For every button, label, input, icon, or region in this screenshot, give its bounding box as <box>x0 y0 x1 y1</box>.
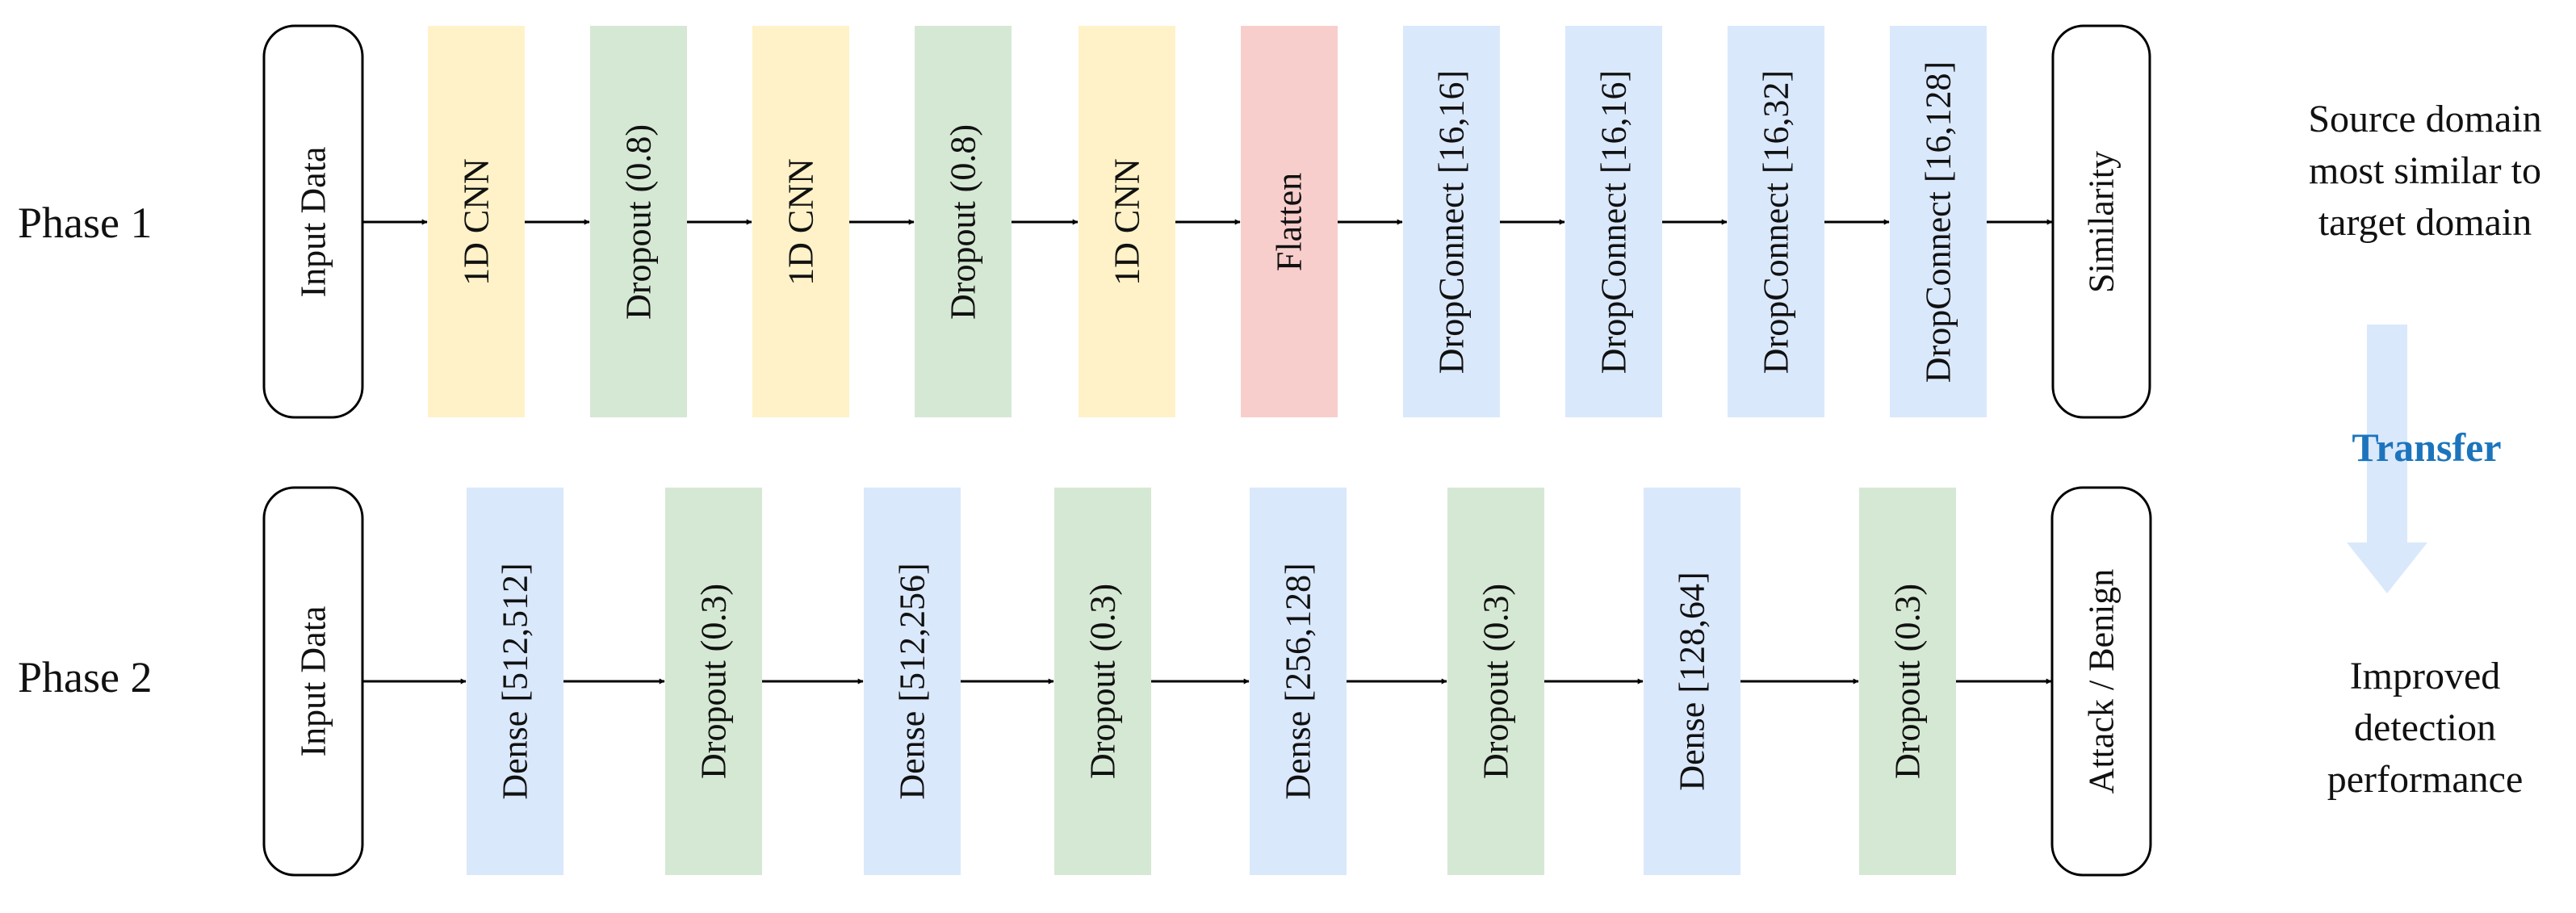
phase2-block-dropout-0-3-7 <box>1447 488 1544 875</box>
phase1-block-flatten-7 <box>1241 26 1338 417</box>
phase1-block-label-7: Flatten <box>1270 173 1309 271</box>
phase1-block-label-6: 1D CNN <box>1108 158 1147 286</box>
phase-1-pipeline: Input Data 1D CNN Dropout (0.8) 1D CNN Dropo… <box>262 24 2151 419</box>
phase2-block-label-2: Dense [512,512] <box>496 563 535 799</box>
phase2-block-label-8: Dense [128,64] <box>1673 572 1712 790</box>
phase2-block-label-9: Dropout (0.3) <box>1888 584 1928 779</box>
phase1-block-label-2: 1D CNN <box>457 158 496 286</box>
phase1-block-dropout-0-8-5 <box>915 26 1012 417</box>
phase2-block-label-3: Dropout (0.3) <box>694 584 734 779</box>
phase1-block-dropconnect-16-32-10 <box>1728 26 1824 417</box>
phase1-block-1d-cnn-6 <box>1079 26 1175 417</box>
phase2-block-dropout-0-3-5 <box>1054 488 1151 875</box>
phase-2-pipeline: Input Data Dense [512,512] Dropout (0.3) De… <box>262 486 2152 877</box>
phase-2-label: Phase 2 <box>18 653 152 702</box>
phase1-block-label-10: DropConnect [16,32] <box>1757 70 1796 374</box>
phase1-block-label-4: 1D CNN <box>781 158 821 286</box>
phase-1-result-text: Source domain most similar to target domai… <box>2308 98 2541 244</box>
phase-2-result-text: Improved detection performance <box>2327 655 2524 801</box>
phase1-block-label-3: Dropout (0.8) <box>619 124 659 320</box>
phase2-block-dense-512-256-4 <box>864 488 961 875</box>
phase-1-label: Phase 1 <box>18 199 152 247</box>
phase2-block-label-1: Input Data <box>294 606 333 757</box>
phase1-block-label-8: DropConnect [16,16] <box>1432 70 1472 374</box>
phase2-block-label-5: Dropout (0.3) <box>1083 584 1123 779</box>
phase1-block-dropout-0-8-3 <box>590 26 687 417</box>
phase2-block-label-10: Attack / Benign <box>2082 569 2122 794</box>
transfer-arrow <box>2347 325 2427 593</box>
phase1-block-similarity-12 <box>2051 24 2151 419</box>
side1-line-3: target domain <box>2318 201 2532 244</box>
side1-line-1: Source domain <box>2308 98 2541 140</box>
phase1-block-label-9: DropConnect [16,16] <box>1594 70 1634 374</box>
phase1-block-dropconnect-16-16-9 <box>1565 26 1662 417</box>
phase2-block-dropout-0-3-3 <box>665 488 762 875</box>
transfer-label: Transfer <box>2352 425 2501 470</box>
phase2-block-dense-512-512-2 <box>467 488 563 875</box>
phase1-block-label-1: Input Data <box>294 147 333 298</box>
side2-line-2: detection <box>2354 706 2496 749</box>
phase1-block-dropconnect-16-16-8 <box>1403 26 1500 417</box>
phase2-block-dense-128-64-8 <box>1644 488 1740 875</box>
side1-line-2: most similar to <box>2309 149 2541 192</box>
phase1-block-label-5: Dropout (0.8) <box>944 124 983 320</box>
phase1-block-1d-cnn-4 <box>752 26 849 417</box>
phase2-block-label-4: Dense [512,256] <box>893 563 932 799</box>
phase1-block-label-12: Similarity <box>2082 151 2122 293</box>
phase1-block-label-11: DropConnect [16,128] <box>1919 61 1958 383</box>
phase2-block-dropout-0-3-9 <box>1859 488 1956 875</box>
phase1-block-1d-cnn-2 <box>428 26 525 417</box>
phase1-block-dropconnect-16-128-11 <box>1890 26 1987 417</box>
phase2-block-dense-256-128-6 <box>1250 488 1347 875</box>
phase2-block-attack-benign-10 <box>2050 486 2152 877</box>
side2-line-1: Improved <box>2350 655 2501 697</box>
phase2-block-label-6: Dense [256,128] <box>1279 563 1318 799</box>
phase2-block-label-7: Dropout (0.3) <box>1476 584 1516 779</box>
side2-line-3: performance <box>2327 758 2524 801</box>
